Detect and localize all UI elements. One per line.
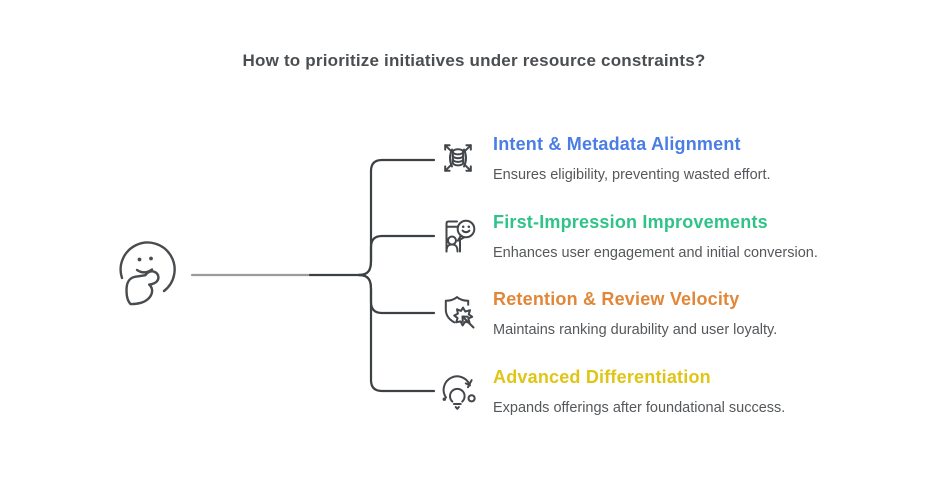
branch-curve-3 xyxy=(357,273,436,315)
shield-star-click-icon xyxy=(436,291,480,335)
branch-heading: Advanced Differentiation xyxy=(493,366,711,387)
face-mouth xyxy=(135,268,154,274)
branch-heading: First-Impression Improvements xyxy=(493,211,768,232)
branch-retention-review-velocity: Retention & Review Velocity Maintains ra… xyxy=(436,285,777,341)
branch-curve-1 xyxy=(357,158,436,277)
face-eye-right xyxy=(149,256,153,261)
branch-heading: Retention & Review Velocity xyxy=(493,288,740,309)
branch-description: Enhances user engagement and initial con… xyxy=(493,244,818,261)
face-hand xyxy=(125,270,160,306)
branch-description: Expands offerings after foundational suc… xyxy=(493,399,786,416)
branch-intent-metadata-alignment: Intent & Metadata Alignment Ensures elig… xyxy=(436,130,771,186)
face-eye-left xyxy=(137,257,142,262)
branch-heading: Intent & Metadata Alignment xyxy=(493,133,741,154)
branch-curve-2 xyxy=(357,234,436,277)
face-outline xyxy=(119,241,176,293)
branch-curve-4 xyxy=(357,273,436,393)
branch-description: Ensures eligibility, preventing wasted e… xyxy=(493,166,771,183)
branch-advanced-differentiation: Advanced Differentiation Expands offerin… xyxy=(436,363,785,419)
lightbulb-iterate-icon xyxy=(436,369,480,413)
connector-lines xyxy=(190,158,436,393)
database-expand-icon xyxy=(436,136,480,180)
diagram-title: How to prioritize initiatives under reso… xyxy=(242,51,706,70)
phone-user-smiley-icon xyxy=(436,214,480,258)
branch-description: Maintains ranking durability and user lo… xyxy=(493,321,778,338)
thinking-face-icon xyxy=(119,241,176,306)
branch-first-impression-improvements: First-Impression Improvements Enhances u… xyxy=(436,208,818,264)
